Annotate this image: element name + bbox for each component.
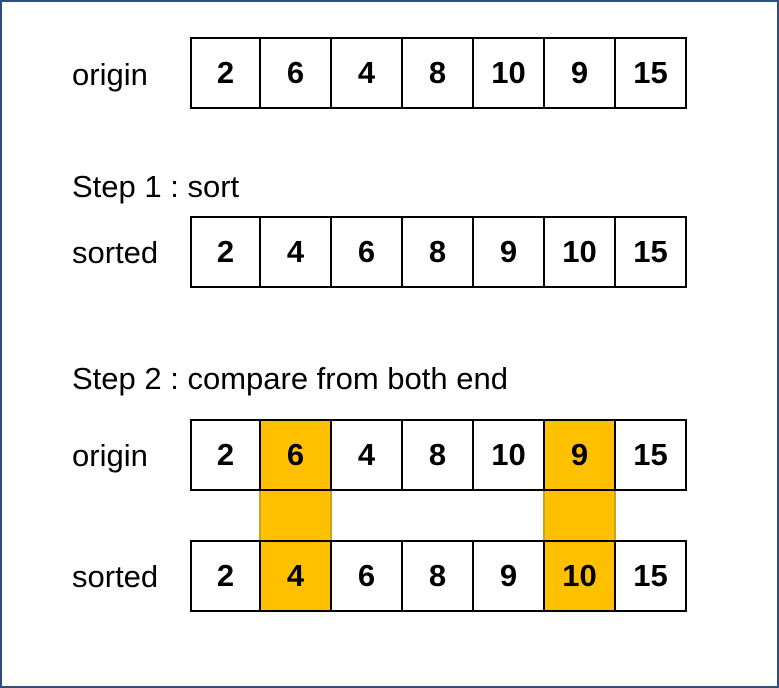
array-cell: 8 [403, 216, 474, 288]
array-cell: 8 [403, 419, 474, 491]
sorted-label: sorted [72, 235, 159, 270]
array-cell: 4 [261, 216, 332, 288]
array-cell: 6 [261, 37, 332, 109]
highlighted-cell: 10 [545, 540, 616, 612]
array-cell: 6 [332, 540, 403, 612]
array-cell: 10 [545, 216, 616, 288]
highlighted-cell: 9 [545, 419, 616, 491]
origin-label: origin [72, 438, 148, 473]
array-cell: 15 [616, 419, 687, 491]
array-cell: 15 [616, 37, 687, 109]
sorted-array: 2 4 6 8 9 10 15 [190, 216, 687, 288]
array-cell: 15 [616, 540, 687, 612]
step2-heading: Step 2 : compare from both end [72, 361, 508, 396]
highlight-connector [259, 489, 332, 542]
array-cell: 4 [332, 37, 403, 109]
array-cell: 10 [474, 419, 545, 491]
highlighted-cell: 6 [261, 419, 332, 491]
highlighted-cell: 4 [261, 540, 332, 612]
array-cell: 9 [474, 540, 545, 612]
step1-heading: Step 1 : sort [72, 169, 240, 204]
array-cell: 8 [403, 37, 474, 109]
origin-label: origin [72, 57, 148, 92]
array-cell: 8 [403, 540, 474, 612]
origin-compare-array: 2 6 4 8 10 9 15 [190, 419, 687, 491]
highlight-connector [543, 489, 616, 542]
array-cell: 2 [190, 419, 261, 491]
array-cell: 2 [190, 216, 261, 288]
array-cell: 9 [545, 37, 616, 109]
origin-array: 2 6 4 8 10 9 15 [190, 37, 687, 109]
sorted-label: sorted [72, 559, 159, 594]
array-cell: 2 [190, 37, 261, 109]
array-cell: 15 [616, 216, 687, 288]
array-cell: 10 [474, 37, 545, 109]
sorted-compare-array: 2 4 6 8 9 10 15 [190, 540, 687, 612]
array-cell: 2 [190, 540, 261, 612]
array-cell: 6 [332, 216, 403, 288]
array-cell: 9 [474, 216, 545, 288]
array-cell: 4 [332, 419, 403, 491]
